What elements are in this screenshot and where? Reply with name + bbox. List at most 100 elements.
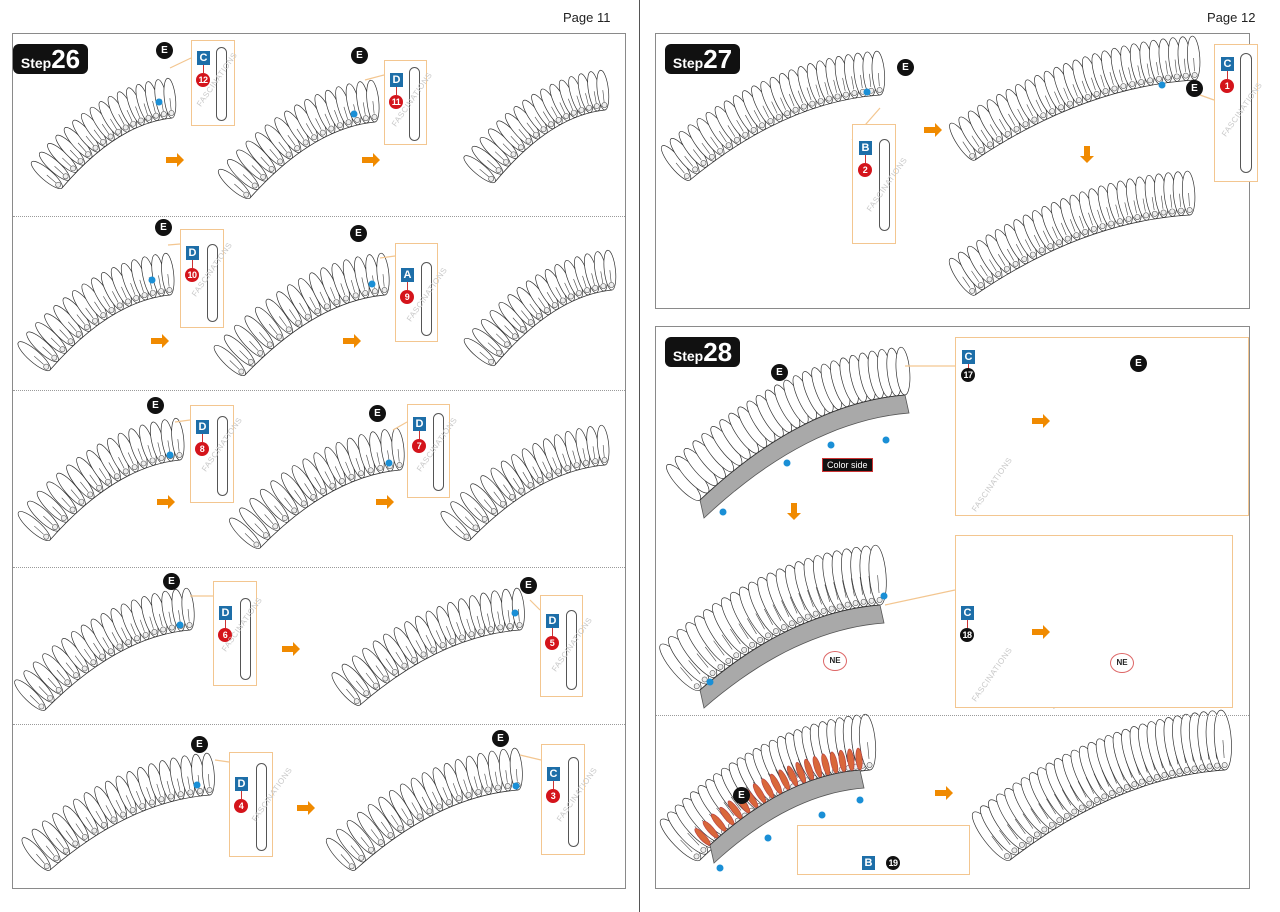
rivet-circle: [130, 120, 137, 127]
rivet-circle: [125, 298, 131, 305]
blue-glue-dot: [512, 782, 520, 790]
rivet-circle: [168, 793, 174, 800]
feather-vein: [824, 82, 829, 95]
part-number: 5: [545, 636, 559, 650]
rivet-circle: [583, 459, 589, 466]
rivet-circle: [1173, 73, 1180, 80]
rivet-circle: [1090, 226, 1097, 232]
feather-vein: [118, 114, 125, 125]
rivet-circle: [1134, 214, 1141, 220]
rivet-circle: [345, 119, 352, 126]
rivet-circle: [387, 832, 394, 838]
feather-vein: [1046, 798, 1056, 815]
rivet-circle: [1156, 75, 1162, 82]
rivet-circle: [139, 803, 146, 809]
rivet-circle: [820, 608, 827, 614]
rivet-circle: [455, 795, 462, 802]
rivet-circle: [73, 672, 79, 679]
feather-vein: [473, 776, 478, 789]
rivet-circle: [1038, 247, 1045, 254]
part-piece: [1240, 53, 1252, 173]
blue-glue-dot: [350, 110, 358, 118]
rivet-circle: [59, 346, 66, 353]
feather-vein: [505, 770, 508, 783]
rivet-circle: [64, 679, 71, 686]
rivet-circle: [767, 118, 774, 124]
rivet-circle: [1125, 216, 1132, 222]
blue-glue-dot: [155, 98, 163, 106]
rivet-circle: [338, 478, 345, 484]
rivet-circle: [266, 341, 273, 348]
feather-vein: [824, 584, 831, 602]
base-curve: [689, 94, 881, 181]
rivet-circle: [368, 846, 374, 853]
step-28-panel: [655, 326, 1250, 889]
rivet-circle: [564, 465, 571, 471]
feather-vein: [1069, 785, 1079, 802]
connector: [1227, 71, 1228, 79]
feather-vein: [135, 106, 141, 118]
rivet-circle: [247, 359, 254, 365]
rivet-circle: [75, 331, 82, 337]
feather-vein: [52, 506, 62, 516]
step-word: Step: [20, 55, 52, 71]
feather-vein: [1193, 58, 1195, 72]
feather-vein: [115, 800, 122, 812]
feather-vein: [382, 274, 385, 287]
rivet-circle: [337, 122, 343, 128]
rivet-circle: [485, 786, 492, 793]
feather-vein: [76, 314, 85, 325]
part-callout: D 11: [384, 60, 427, 145]
feather-vein: [493, 491, 502, 502]
rivet-circle: [1022, 121, 1029, 128]
rivet-circle: [251, 182, 258, 189]
feather-vein: [177, 778, 181, 791]
rivet-circle: [145, 114, 152, 121]
base-curve: [61, 117, 173, 189]
rivet-circle: [1026, 836, 1033, 843]
rivet-circle: [401, 662, 408, 669]
rivet-circle: [1116, 787, 1123, 793]
rivet-circle: [1099, 223, 1106, 229]
blue-glue-dot: [368, 280, 376, 288]
blue-glue-dot: [166, 451, 174, 459]
rivet-circle: [449, 638, 456, 644]
connector: [241, 791, 242, 799]
feather-vein: [98, 468, 107, 480]
feather-vein: [1035, 99, 1042, 112]
arrow-right-icon: [282, 642, 300, 656]
feather-vein: [755, 613, 765, 630]
rivet-circle: [852, 600, 859, 606]
rivet-circle: [1131, 781, 1138, 788]
feather-vein: [710, 136, 719, 148]
rivet-circle: [601, 457, 608, 463]
rivet-circle: [105, 478, 111, 485]
rivet-circle: [725, 142, 732, 149]
part-piece: [256, 763, 267, 851]
rivet-circle: [319, 488, 326, 494]
feather-vein: [93, 129, 102, 140]
feather-vein: [46, 174, 57, 184]
part-e-label: E: [191, 736, 208, 753]
feather-vein: [69, 149, 79, 160]
feather-vein: [411, 802, 419, 814]
feather-vein: [1124, 202, 1129, 216]
feather-vein: [815, 84, 820, 98]
rivet-circle: [717, 147, 724, 154]
blue-glue-dot: [856, 796, 864, 804]
feather-vein: [401, 808, 409, 820]
feather-vein: [62, 157, 72, 167]
base-curve: [974, 214, 1191, 296]
feather-vein: [34, 525, 44, 535]
feather-vein: [391, 814, 399, 826]
part-callout: C 12: [191, 40, 235, 126]
rivet-circle: [268, 165, 275, 172]
rivet-circle: [197, 788, 203, 794]
feather-vein: [456, 622, 462, 635]
rivet-circle: [52, 524, 58, 530]
rivet-circle: [81, 665, 88, 672]
rivet-circle: [504, 783, 511, 789]
part-letter: C: [961, 606, 974, 620]
feather-vein: [713, 640, 725, 656]
